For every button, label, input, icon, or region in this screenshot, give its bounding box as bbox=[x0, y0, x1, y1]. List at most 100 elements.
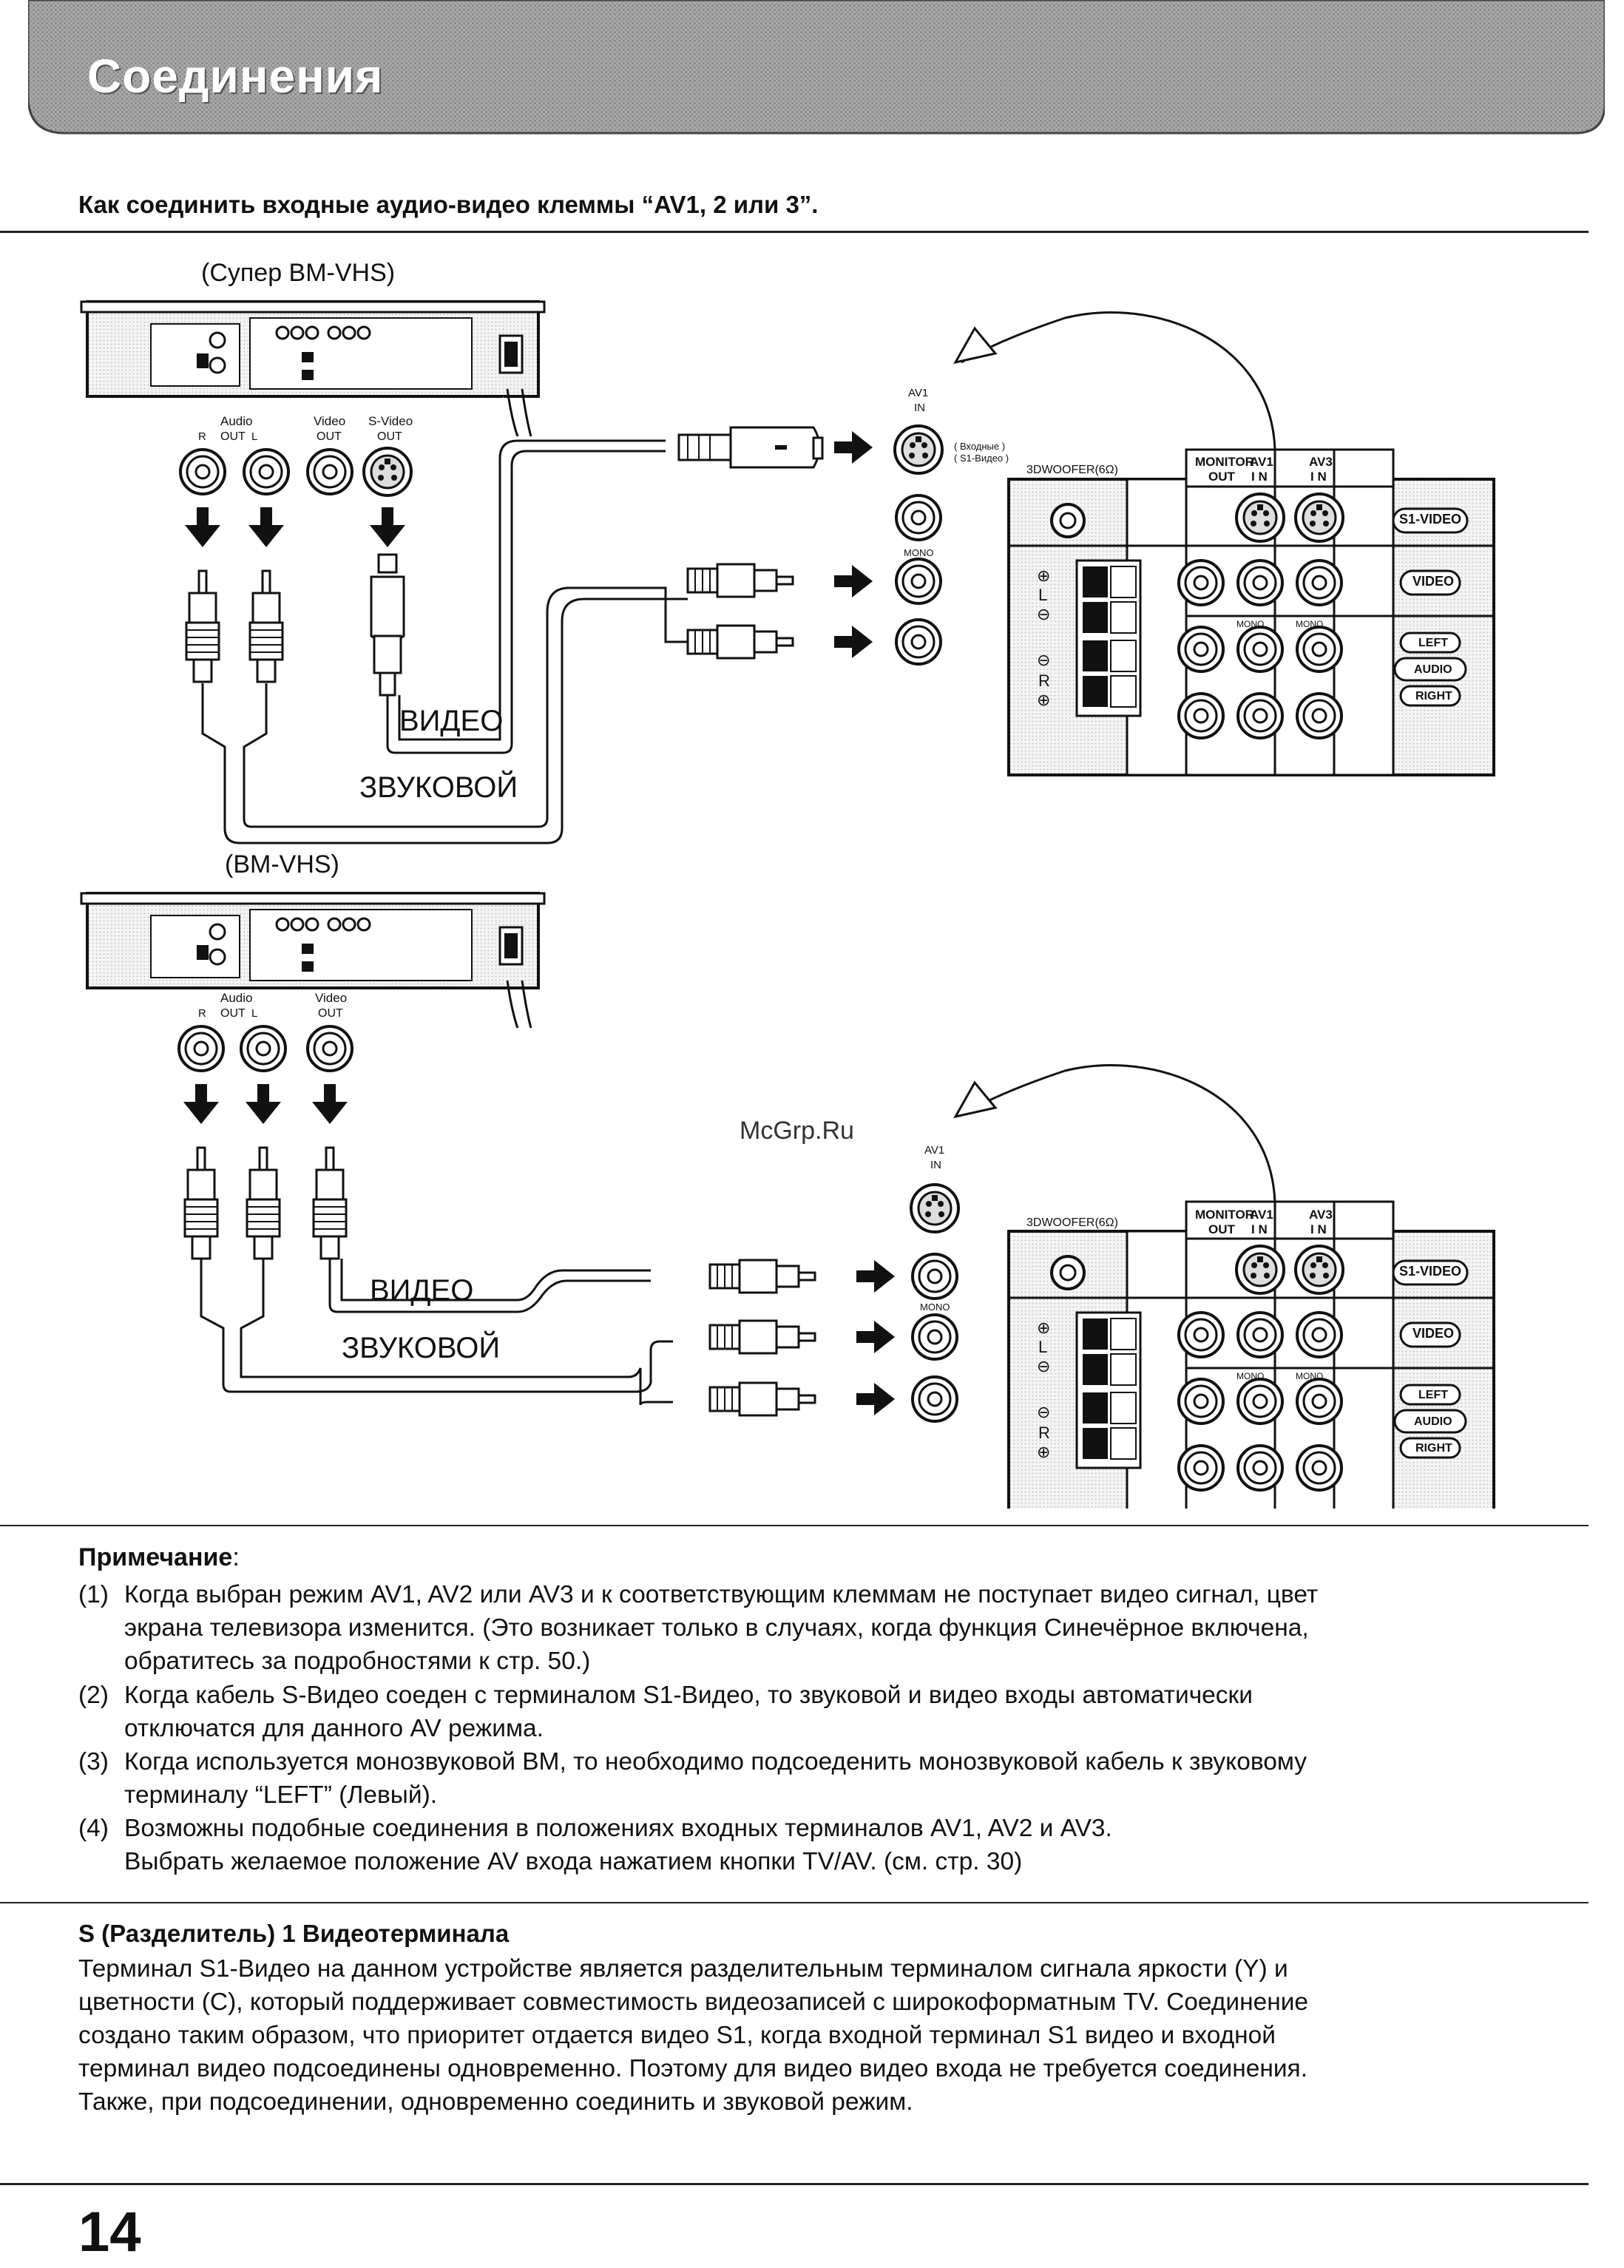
top-s1video-label: S1-VIDEO bbox=[1399, 512, 1461, 527]
header-band bbox=[28, 0, 1605, 135]
top-panel-mono-label-2: MONO bbox=[1296, 619, 1323, 629]
bottom-audio-plug-r bbox=[183, 1146, 219, 1260]
note-line: Возможны подобные соединения в положения… bbox=[124, 1815, 1112, 1842]
down-arrow-icon bbox=[370, 507, 405, 547]
bottom-panel-mono-label: MONO bbox=[1236, 1371, 1264, 1381]
right-arrow-icon bbox=[834, 431, 873, 464]
bottom-tv-panel bbox=[1009, 1202, 1494, 1509]
bottom-video-out-label: OUT bbox=[318, 1007, 343, 1020]
right-arrow-icon bbox=[834, 626, 873, 658]
top-panel-av3-label: AV3 bbox=[1309, 455, 1333, 469]
bottom-panel-right-label: RIGHT bbox=[1415, 1442, 1452, 1455]
bottom-audio-plug-h-l bbox=[708, 1319, 816, 1355]
note-number: (1) bbox=[78, 1581, 109, 1608]
top-svideo-plug bbox=[370, 553, 405, 697]
down-arrow-icon bbox=[248, 507, 284, 547]
page-number: 14 bbox=[78, 2201, 141, 2264]
note-item: (3) Когда используется монозвуковой ВМ, т… bbox=[78, 1745, 1572, 1812]
top-audio-cable-label: ЗВУКОВОЙ bbox=[359, 770, 518, 804]
note-number: (2) bbox=[78, 1682, 109, 1709]
plus-icon: ⊕ bbox=[1037, 1443, 1050, 1461]
top-audio-plug-h-r bbox=[686, 624, 794, 660]
top-audio-plug-r bbox=[185, 569, 220, 683]
note-line: Когда выбран режим AV1, AV2 или AV3 и к … bbox=[124, 1581, 1319, 1608]
top-svideo-plug-horizontal bbox=[677, 426, 824, 469]
section-line: создано таким образом, что приоритет отд… bbox=[78, 2022, 1276, 2049]
top-audio-plug-h-l bbox=[686, 563, 794, 598]
top-panel-left-label: LEFT bbox=[1418, 637, 1448, 649]
note-line: Когда кабель S-Видео соеден с терминалом… bbox=[124, 1682, 1253, 1709]
top-mono-label: MONO bbox=[904, 547, 933, 558]
top-vcr-svideo-jack bbox=[362, 447, 413, 497]
plus-icon: ⊕ bbox=[1037, 1319, 1050, 1337]
top-woofer-label: 3DWOOFER(6Ω) bbox=[1026, 464, 1118, 476]
bottom-l-label: L bbox=[251, 1007, 257, 1020]
note-line: Выбрать желаемое положение AV входа нажа… bbox=[124, 1848, 1023, 1875]
bottom-panel-audio-label: AUDIO bbox=[1414, 1415, 1452, 1428]
bottom-panel-left-label: LEFT bbox=[1418, 1389, 1448, 1401]
top-av1-in-label: IN bbox=[914, 402, 925, 414]
bottom-audio-label: Audio bbox=[220, 991, 252, 1005]
section-line: цветности (C), который поддерживает совм… bbox=[78, 1988, 1309, 2016]
top-tv-svideo-jack bbox=[893, 424, 944, 475]
top-out-label: OUT bbox=[220, 430, 246, 443]
plus-icon: ⊕ bbox=[1037, 566, 1050, 585]
top-panel-right-label: RIGHT bbox=[1415, 690, 1452, 703]
right-arrow-icon bbox=[856, 1260, 895, 1293]
note-item: (2) Когда кабель S-Видео соеден с термина… bbox=[78, 1679, 1572, 1745]
top-panel-l-label: L bbox=[1038, 586, 1047, 604]
top-video-cable-label: ВИДЕО bbox=[399, 705, 503, 737]
minus-icon: ⊖ bbox=[1037, 1357, 1050, 1375]
watermark: McGrp.Ru bbox=[740, 1117, 854, 1145]
notes-heading: Примечание: bbox=[78, 1543, 240, 1571]
bottom-panel-av1-label: AV1 bbox=[1250, 1208, 1273, 1222]
divider bbox=[0, 1902, 1589, 1903]
section-line: Терминал S1-Видео на данном устройстве я… bbox=[78, 1955, 1288, 1983]
bottom-tv-audio-l-jack bbox=[911, 1313, 958, 1361]
top-av1-label: AV1 bbox=[908, 387, 928, 399]
bottom-vcr-video-jack bbox=[306, 1025, 353, 1072]
bottom-s1video-label: S1-VIDEO bbox=[1399, 1264, 1461, 1279]
divider bbox=[0, 2183, 1589, 2185]
section-subtitle: Как соединить входные аудио-видео клеммы… bbox=[78, 191, 819, 218]
section-line: терминал видео подсоединены одновременно… bbox=[78, 2055, 1307, 2082]
top-tv-video-jack bbox=[895, 494, 942, 541]
bottom-vcr bbox=[80, 892, 546, 989]
bottom-device-label: (ВМ-VHS) bbox=[225, 850, 339, 879]
down-arrow-icon bbox=[185, 507, 220, 547]
top-tv-panel bbox=[1009, 450, 1494, 775]
connection-diagram: (Супер ВМ-VHS) Audio R OUT L Video OUT S… bbox=[80, 259, 1624, 1509]
bottom-monitor-label: MONITOR bbox=[1195, 1208, 1254, 1222]
note-line: Когда используется монозвуковой ВМ, то н… bbox=[124, 1748, 1307, 1776]
bottom-panel-mono-label-2: MONO bbox=[1296, 1371, 1323, 1381]
minus-icon: ⊖ bbox=[1037, 1403, 1050, 1421]
note-number: (4) bbox=[78, 1815, 109, 1842]
bottom-audio-cable-label: ЗВУКОВОЙ bbox=[342, 1330, 500, 1364]
bottom-tv-svideo-jack bbox=[910, 1183, 960, 1233]
top-r-label: R bbox=[198, 430, 206, 443]
note-number: (3) bbox=[78, 1748, 109, 1776]
top-video-out-label: OUT bbox=[317, 430, 342, 443]
bottom-panel-av3-label: AV3 bbox=[1309, 1208, 1333, 1222]
note-line: отключатся для данного AV режима. bbox=[124, 1715, 544, 1742]
down-arrow-icon bbox=[312, 1084, 348, 1124]
bottom-video-plug bbox=[312, 1146, 348, 1260]
note-item: (4) Возможны подобные соединения в положе… bbox=[78, 1812, 1572, 1878]
bottom-vcr-audio-l-jack bbox=[240, 1025, 287, 1072]
top-tv-audio-r-jack bbox=[895, 618, 942, 666]
note-line: терминалу “LEFT” (Левый). bbox=[124, 1781, 438, 1809]
top-panel-av3-in-label: I N bbox=[1310, 470, 1327, 484]
bottom-panel-video-label: VIDEO bbox=[1412, 1326, 1454, 1341]
top-vcr bbox=[80, 300, 546, 398]
top-svideo-note-2: ( S1-Видео ) bbox=[954, 453, 1009, 464]
bottom-panel-av3-in-label: I N bbox=[1310, 1222, 1327, 1236]
section-body: Терминал S1-Видео на данном устройстве я… bbox=[78, 1952, 1572, 2119]
bottom-audio-plug-h-r bbox=[708, 1381, 816, 1417]
plus-icon: ⊕ bbox=[1037, 691, 1050, 709]
top-l-label: L bbox=[251, 430, 257, 443]
note-line: экрана телевизора изменится. (Это возник… bbox=[124, 1614, 1309, 1642]
bottom-vcr-audio-r-jack bbox=[177, 1025, 225, 1072]
top-panel-video-label: VIDEO bbox=[1412, 574, 1454, 589]
bottom-audio-plug-l bbox=[246, 1146, 281, 1260]
top-panel-av1-label: AV1 bbox=[1250, 455, 1273, 469]
